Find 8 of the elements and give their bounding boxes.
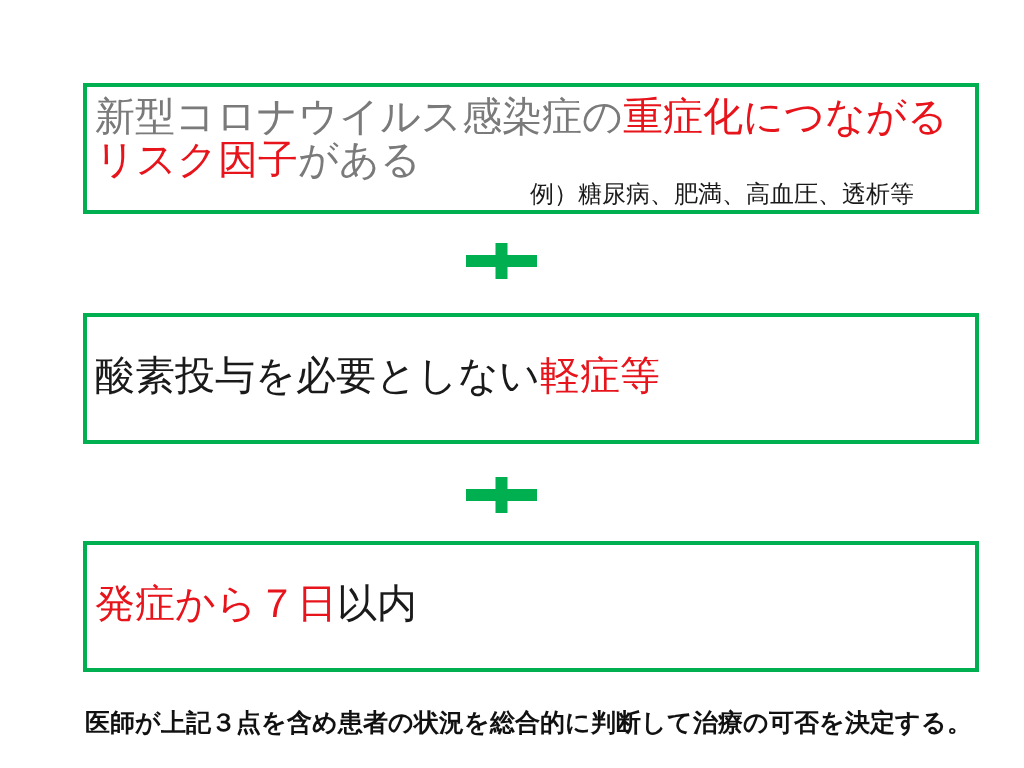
text-box (83, 83, 979, 214)
heading: 新型コロナウイルス感染症の重症化につながるリスク因子がある (95, 95, 949, 181)
text-box (83, 541, 979, 672)
condition-text: 発症から７日以内 (95, 579, 417, 627)
example-note: 例）糖尿病、肥満、高血圧、透析等 (530, 182, 914, 206)
condition-text: 酸素投与を必要としない軽症等 (95, 351, 660, 399)
caption: 医師が上記３点を含め患者の状況を総合的に判断して治療の可否を決定する。 (85, 708, 972, 738)
text-box (83, 313, 979, 444)
